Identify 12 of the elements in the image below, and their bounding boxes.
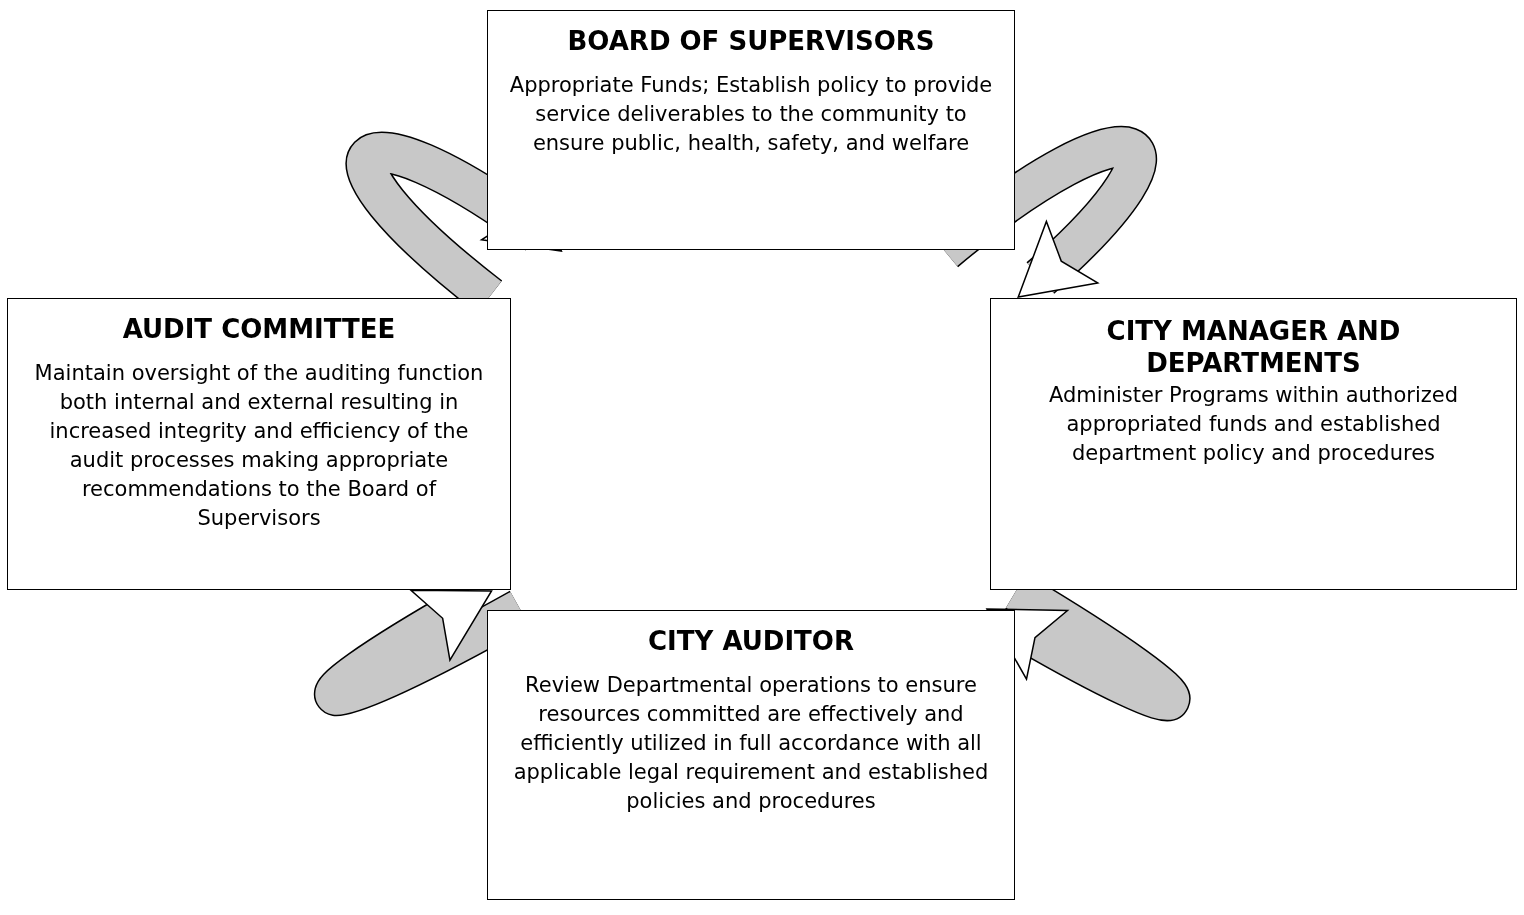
box-description: Administer Programs within authorized appropriated funds and established department policy and procedures (1047, 382, 1460, 467)
process-box (990, 298, 1517, 590)
process-box (487, 610, 1015, 900)
box-description: Maintain oversight of the auditing function both internal and external resulting in increased integrity and efficiency of the audit processes making appropriate recommendations to the Board of Supervisors (33, 360, 485, 532)
process-box (487, 10, 1015, 250)
process-box (7, 298, 511, 590)
box-heading: CITY MANAGER AND DEPARTMENTS (1105, 315, 1402, 379)
box-description: Appropriate Funds; Establish policy to provide service deliverables to the community to ensure public, health, safety, and welfare (508, 72, 994, 157)
box-heading: BOARD OF SUPERVISORS (566, 25, 936, 57)
box-description: Review Departmental operations to ensure resources committed are effectively and efficiently utilized in full accordance with all applicable legal requirement and established policies and procedures (512, 672, 990, 815)
box-heading: CITY AUDITOR (647, 625, 855, 657)
box-heading: AUDIT COMMITTEE (121, 313, 397, 345)
